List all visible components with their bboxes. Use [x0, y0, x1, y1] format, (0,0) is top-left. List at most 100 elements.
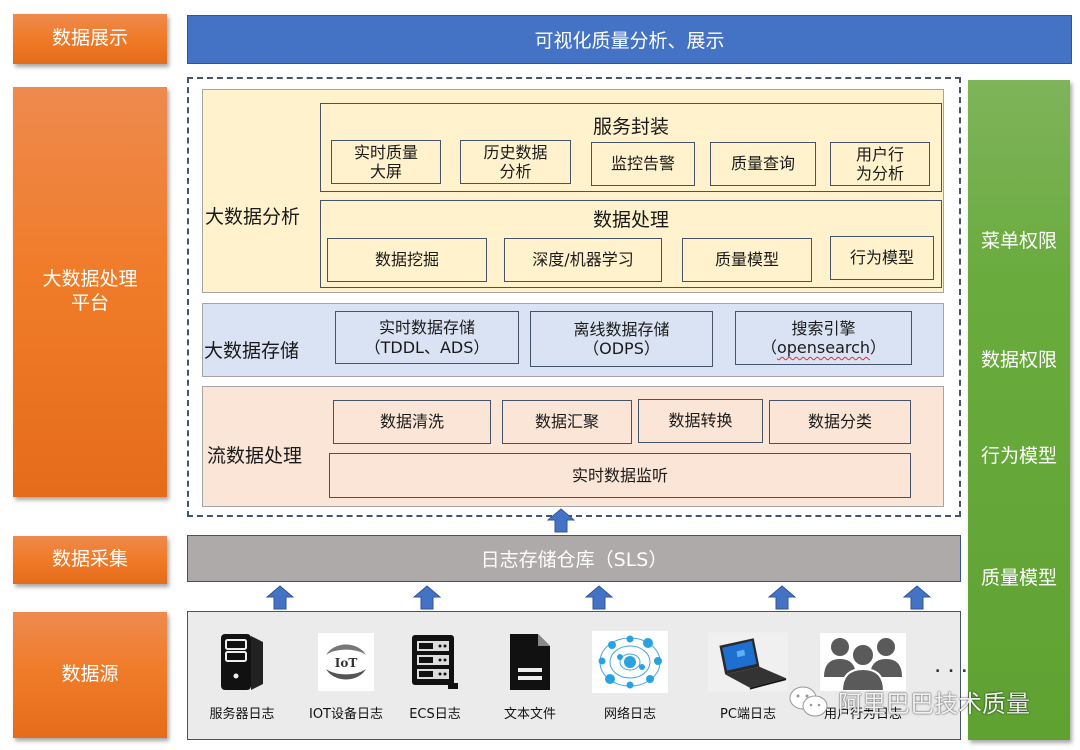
- source-ecs-log: ECS日志: [385, 631, 485, 722]
- label-data-collection-text: 数据采集: [51, 548, 128, 571]
- box-text: 数据转换: [668, 411, 733, 431]
- layer-storage-label: 大数据存储: [204, 340, 300, 362]
- document-icon: [490, 631, 570, 693]
- server-rack-icon: [395, 631, 475, 693]
- arrow-up-icon: [413, 585, 441, 610]
- box-realtime-listener: 实时数据监听: [329, 453, 911, 498]
- box-text: 质量查询: [730, 154, 795, 174]
- box-data-mining: 数据挖掘: [327, 238, 487, 282]
- source-user-behavior-log: 用户行为日志: [813, 631, 913, 722]
- source-pc-log: PC端日志: [698, 631, 798, 722]
- server-tower-icon: [202, 631, 282, 693]
- label-platform-line2: 平台: [70, 292, 109, 314]
- box-monitor-alert: 监控告警: [591, 142, 695, 186]
- more-sources-ellipsis: ...: [935, 660, 975, 676]
- box-text: 数据分类: [807, 412, 872, 432]
- box-text: 监控告警: [610, 154, 675, 174]
- source-iot-log: IoT IOT设备日志: [296, 631, 396, 722]
- arrow-up-icon: [903, 585, 931, 610]
- visualization-bar: 可视化质量分析、展示: [187, 15, 1072, 64]
- source-label: IOT设备日志: [308, 707, 383, 722]
- source-server-log: 服务器日志: [192, 631, 292, 722]
- source-label: ECS日志: [409, 707, 461, 722]
- network-icon: [590, 631, 670, 693]
- box-search-engine: 搜索引擎 （opensearch）: [735, 311, 912, 365]
- box-text: 数据汇聚: [534, 412, 599, 432]
- layer-stream-processing: [202, 386, 944, 507]
- right-item-data-permission: 数据权限: [980, 349, 1057, 371]
- box-text-line2: （opensearch）: [761, 338, 886, 357]
- box-text: 深度/机器学习: [532, 250, 634, 270]
- source-label: 用户行为日志: [823, 707, 902, 722]
- permissions-column: 菜单权限 数据权限 行为模型 质量模型: [968, 80, 1070, 740]
- box-behavior-model: 行为模型: [830, 236, 934, 280]
- box-text-line1: 离线数据存储: [573, 319, 670, 339]
- log-storage-sls-text: 日志存储仓库（SLS）: [480, 549, 668, 571]
- iot-icon: IoT: [306, 631, 386, 693]
- box-text-line2: 为分析: [855, 164, 904, 183]
- label-data-source-text: 数据源: [61, 663, 119, 686]
- arrow-up-icon: [585, 585, 613, 610]
- platform-container: [187, 77, 961, 517]
- box-text-line2: 大屏: [369, 162, 402, 181]
- users-icon: [818, 631, 908, 693]
- label-data-display-text: 数据展示: [51, 27, 128, 50]
- source-label: PC端日志: [720, 707, 776, 722]
- box-text-line2: 分析: [499, 162, 532, 181]
- box-text: 质量模型: [714, 250, 779, 270]
- layer-analysis-label: 大数据分析: [205, 206, 301, 228]
- box-history-analysis: 历史数据分析: [460, 140, 571, 184]
- source-label: 服务器日志: [209, 707, 275, 722]
- box-realtime-storage: 实时数据存储（TDDL、ADS）: [335, 311, 519, 364]
- box-text-line1: 搜索引擎: [791, 318, 856, 338]
- source-label: 文本文件: [503, 707, 556, 722]
- watermark: 阿里巴巴技术质量: [788, 684, 1030, 719]
- box-text-line1: 用户行: [855, 144, 904, 164]
- source-label: 网络日志: [603, 707, 656, 722]
- box-data-cleaning: 数据清洗: [333, 400, 491, 444]
- watermark-text: 阿里巴巴技术质量: [838, 690, 1030, 718]
- box-text-line1: 实时数据存储: [378, 318, 475, 338]
- label-data-collection: 数据采集: [13, 536, 167, 584]
- label-data-display: 数据展示: [13, 14, 167, 64]
- group-service-wrapper: 服务封装: [320, 103, 942, 192]
- paren-open: （: [760, 338, 777, 357]
- wechat-icon: [789, 686, 828, 716]
- box-data-aggregation: 数据汇聚: [502, 400, 632, 444]
- right-item-quality-model: 质量模型: [980, 567, 1057, 589]
- source-network-log: 网络日志: [580, 631, 680, 722]
- box-data-transform: 数据转换: [638, 399, 763, 443]
- box-text-line2: （TDDL、ADS）: [364, 337, 490, 357]
- visualization-bar-text: 可视化质量分析、展示: [534, 30, 725, 52]
- right-item-behavior-model: 行为模型: [980, 445, 1057, 467]
- label-big-data-platform: 大数据处理 平台: [13, 87, 167, 497]
- box-data-classify: 数据分类: [769, 400, 911, 444]
- box-deep-learning: 深度/机器学习: [504, 238, 662, 282]
- box-text: 实时数据监听: [571, 465, 668, 485]
- box-text-line1: 历史数据: [483, 142, 548, 162]
- box-quality-query: 质量查询: [710, 142, 816, 186]
- opensearch-word: opensearch: [776, 338, 871, 357]
- arrow-up-icon: [768, 585, 796, 610]
- box-realtime-quality-screen: 实时质量大屏: [331, 140, 441, 184]
- svg-text:IoT: IoT: [335, 656, 358, 670]
- box-text-line2: （ODPS）: [583, 339, 660, 358]
- group-service-title: 服务封装: [592, 116, 669, 138]
- layer-stream-label: 流数据处理: [207, 445, 303, 467]
- box-text: 行为模型: [849, 248, 914, 268]
- paren-close: ）: [870, 338, 887, 357]
- label-platform-line1: 大数据处理: [42, 268, 138, 291]
- group-processing-title: 数据处理: [592, 209, 669, 231]
- box-user-behavior-analysis: 用户行为分析: [830, 142, 930, 186]
- arrow-up-icon: [547, 508, 575, 533]
- log-storage-sls: 日志存储仓库（SLS）: [187, 535, 961, 582]
- label-data-source: 数据源: [13, 612, 167, 738]
- group-processing-wrapper: 数据处理: [320, 200, 942, 288]
- box-offline-storage: 离线数据存储（ODPS）: [530, 311, 713, 367]
- arrow-up-icon: [266, 585, 294, 610]
- box-text-line1: 实时质量: [353, 142, 418, 162]
- source-text-file: 文本文件: [480, 631, 580, 722]
- right-item-menu-permission: 菜单权限: [980, 230, 1057, 252]
- laptop-icon: [708, 631, 788, 693]
- box-quality-model: 质量模型: [682, 238, 812, 282]
